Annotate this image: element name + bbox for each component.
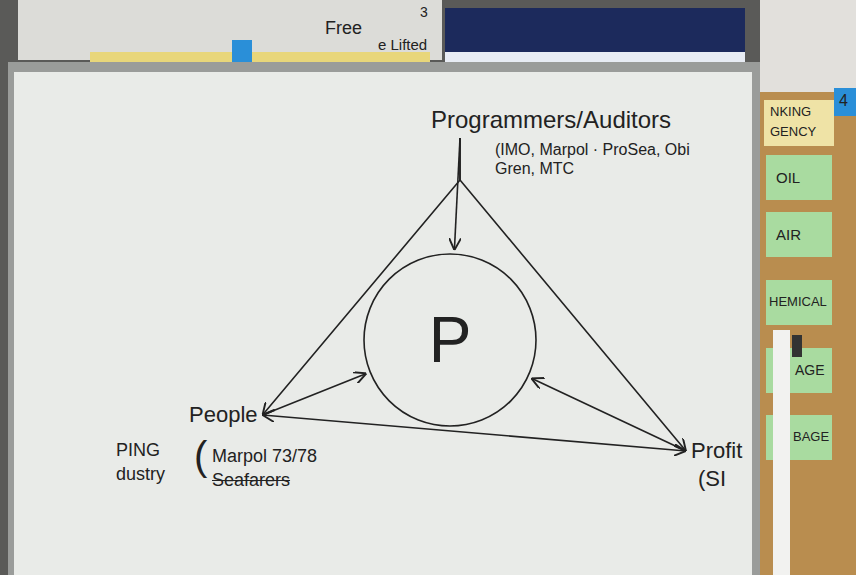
- corner-title: People: [186, 400, 261, 430]
- board-note: AIR: [776, 226, 801, 244]
- board-note: (SI: [698, 466, 726, 492]
- board-note: e Lifted: [378, 36, 427, 54]
- corner-title: Profit: [688, 436, 745, 466]
- board-note: (IMO, Marpol · ProSea, Obi Gren, MTC: [495, 140, 695, 178]
- board-note: 3: [420, 4, 428, 21]
- board-note: PING: [116, 440, 160, 462]
- board-note: Seafarers: [212, 470, 290, 492]
- arrow-line: [460, 138, 686, 451]
- board-note: NKING: [770, 104, 811, 120]
- board-note: Free: [325, 18, 362, 40]
- board-note: HEMICAL: [769, 294, 827, 310]
- center-circle: P: [362, 252, 538, 428]
- board-note: dustry: [116, 464, 165, 486]
- arrow-line: [263, 415, 687, 451]
- corner-label: Profit: [688, 436, 745, 466]
- board-note: GENCY: [770, 124, 816, 140]
- board-note: (: [194, 432, 207, 480]
- corner-title: Programmers/Auditors: [428, 104, 674, 136]
- corner-label: People: [186, 400, 261, 430]
- board-note: BAGE: [793, 429, 829, 445]
- board-note: Marpol 73/78: [212, 446, 317, 468]
- circle-letter: P: [426, 301, 475, 379]
- board-note: 4: [839, 91, 848, 110]
- board-note: OIL: [776, 169, 800, 187]
- arrow-line: [263, 373, 367, 415]
- corner-label: Programmers/Auditors: [428, 104, 674, 136]
- arrow-line: [454, 138, 460, 250]
- board-note: AGE: [795, 362, 825, 379]
